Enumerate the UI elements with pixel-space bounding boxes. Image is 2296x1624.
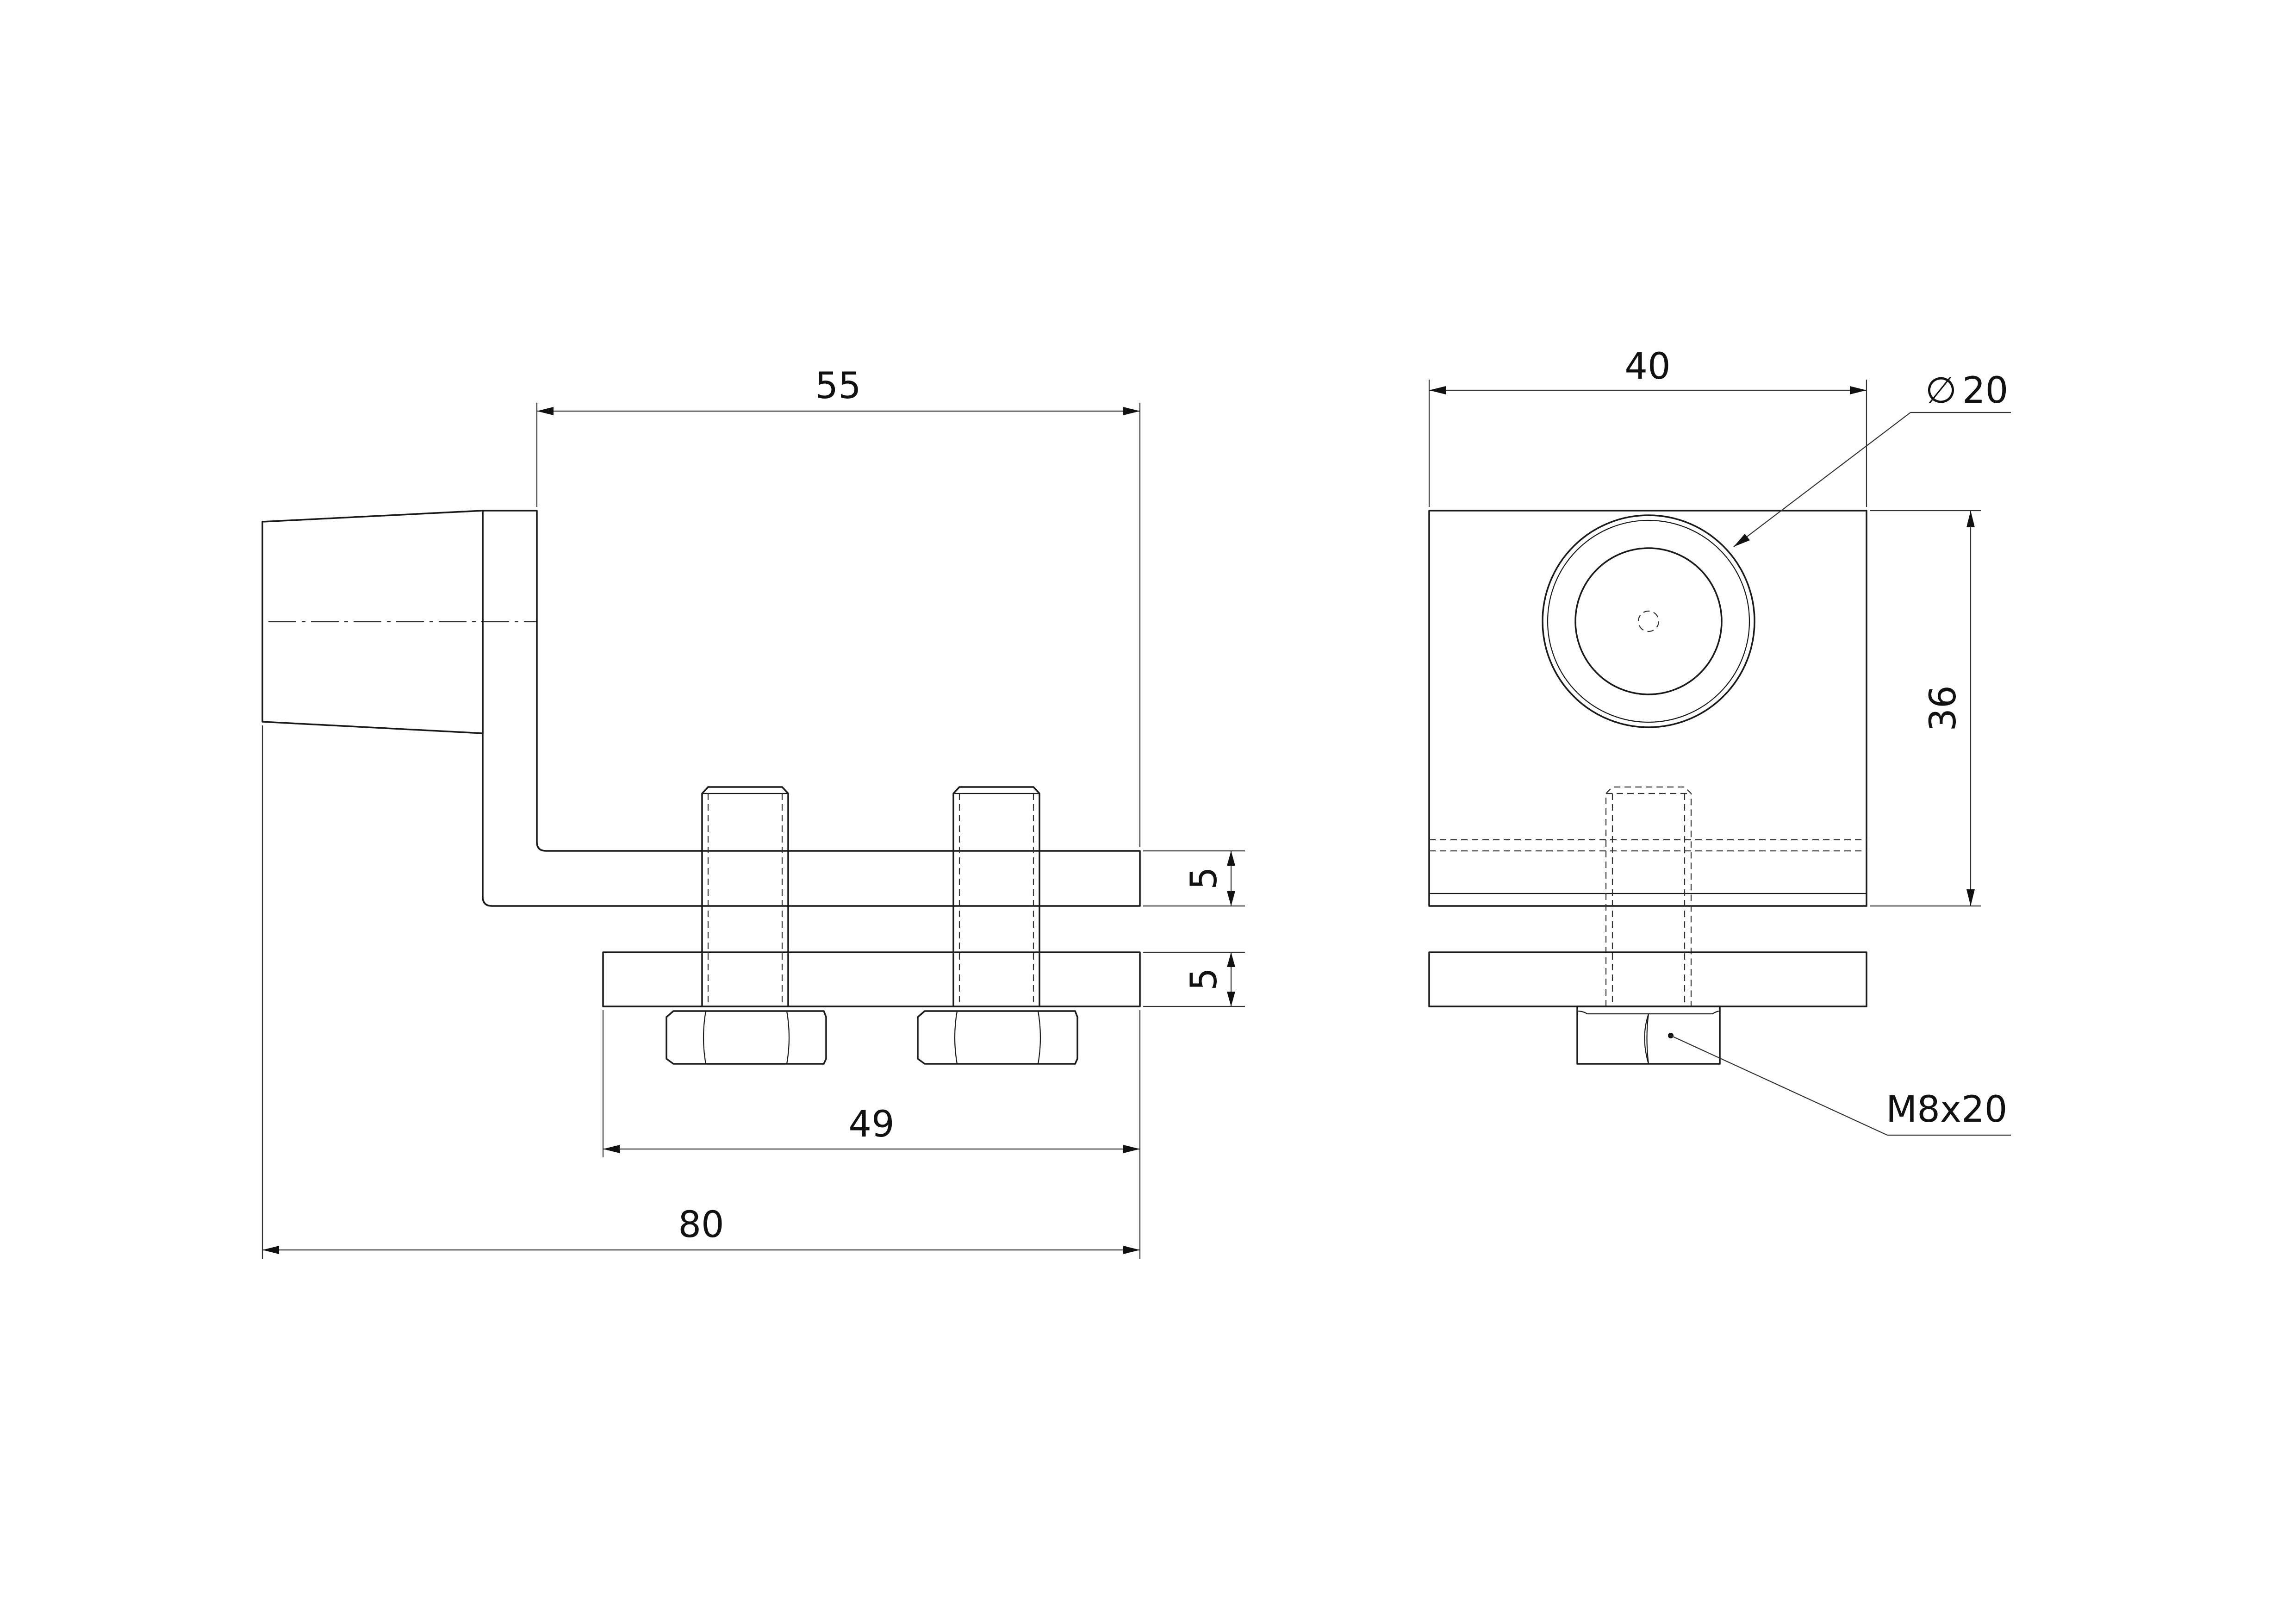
dim-label-5-lower: 5 bbox=[1183, 968, 1225, 991]
bracket-side bbox=[1428, 510, 1867, 907]
clamp-plate bbox=[602, 951, 1141, 1007]
front-view: 55 5 5 49 bbox=[261, 365, 1245, 1259]
roller-ring bbox=[1547, 519, 1750, 723]
dim-label-49: 49 bbox=[848, 1104, 894, 1145]
bolt-left bbox=[666, 786, 827, 1065]
side-view: 40 36 ∅ 20 M8x20 bbox=[1428, 346, 2011, 1136]
dimension-80: 80 bbox=[261, 725, 1140, 1259]
roller-inner bbox=[1574, 547, 1723, 695]
dimension-36: 36 bbox=[1870, 510, 1981, 907]
dim-label-5-upper: 5 bbox=[1183, 867, 1225, 890]
dim-label-diameter-20: 20 bbox=[1962, 370, 2008, 412]
dim-label-bolt-spec: M8x20 bbox=[1886, 1089, 2007, 1131]
clamp-plate-side bbox=[1428, 951, 1867, 1007]
dim-label-55: 55 bbox=[815, 365, 861, 407]
dimension-40: 40 bbox=[1428, 346, 1867, 507]
dim-label-80: 80 bbox=[678, 1204, 724, 1246]
dim-label-36: 36 bbox=[1923, 685, 1964, 731]
nut-side bbox=[1576, 1006, 1721, 1065]
leader-bolt-spec: M8x20 bbox=[1668, 1033, 2011, 1136]
dimension-5-upper: 5 bbox=[1143, 850, 1245, 907]
bolt-right bbox=[917, 786, 1078, 1065]
l-bracket bbox=[482, 510, 1141, 907]
roller-center bbox=[1637, 610, 1660, 632]
dim-label-40: 40 bbox=[1624, 346, 1670, 387]
dim-label-diameter-symbol: ∅ bbox=[1925, 370, 1957, 412]
leader-diameter-20: ∅ 20 bbox=[1733, 370, 2011, 547]
dimension-49: 49 bbox=[602, 1010, 1141, 1259]
dimension-5-lower: 5 bbox=[1143, 951, 1245, 1007]
dimension-55: 55 bbox=[536, 365, 1141, 847]
roller-outer bbox=[1542, 514, 1755, 728]
